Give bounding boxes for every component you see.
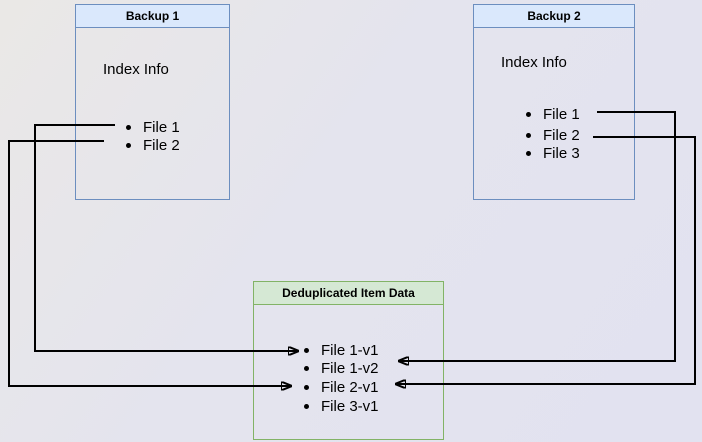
backup1-file-2-item: File 2 xyxy=(126,136,180,154)
dedup-box: Deduplicated Item Data File 1-v1 File 1-… xyxy=(253,281,444,440)
backup2-file-1-label: File 1 xyxy=(543,105,580,123)
bullet-icon xyxy=(126,124,131,130)
bullet-icon xyxy=(304,365,309,371)
backup2-file-3-label: File 3 xyxy=(543,144,580,162)
bullet-icon xyxy=(304,347,309,353)
backup2-box: Backup 2 Index Info File 1 File 2 File 3 xyxy=(473,4,635,200)
bullet-icon xyxy=(304,384,309,390)
backup1-index-info-label: Index Info xyxy=(103,61,169,78)
dedup-file-3-v1-item: File 3-v1 xyxy=(304,397,379,415)
bullet-icon xyxy=(126,142,131,148)
bullet-icon xyxy=(304,403,309,409)
backup2-file-2-label: File 2 xyxy=(543,126,580,144)
backup2-file-2-item: File 2 xyxy=(526,126,580,144)
dedup-file-1-v1-item: File 1-v1 xyxy=(304,341,379,359)
dedup-file-2-v1-item: File 2-v1 xyxy=(304,378,379,396)
bullet-icon xyxy=(526,150,531,156)
backup1-file-2-label: File 2 xyxy=(143,136,180,154)
backup1-title: Backup 1 xyxy=(76,5,229,28)
dedup-title: Deduplicated Item Data xyxy=(254,282,443,305)
bullet-icon xyxy=(526,132,531,138)
backup1-file-1-item: File 1 xyxy=(126,118,180,136)
dedup-file-1-v2-item: File 1-v2 xyxy=(304,359,379,377)
dedup-file-1-v2-label: File 1-v2 xyxy=(321,359,379,377)
backup2-title: Backup 2 xyxy=(474,5,634,28)
backup1-box: Backup 1 Index Info File 1 File 2 xyxy=(75,4,230,200)
backup1-file-1-label: File 1 xyxy=(143,118,180,136)
dedup-file-3-v1-label: File 3-v1 xyxy=(321,397,379,415)
bullet-icon xyxy=(526,111,531,117)
dedup-file-2-v1-label: File 2-v1 xyxy=(321,378,379,396)
dedup-file-1-v1-label: File 1-v1 xyxy=(321,341,379,359)
backup2-file-3-item: File 3 xyxy=(526,144,580,162)
backup2-index-info-label: Index Info xyxy=(501,54,567,71)
backup2-file-1-item: File 1 xyxy=(526,105,580,123)
